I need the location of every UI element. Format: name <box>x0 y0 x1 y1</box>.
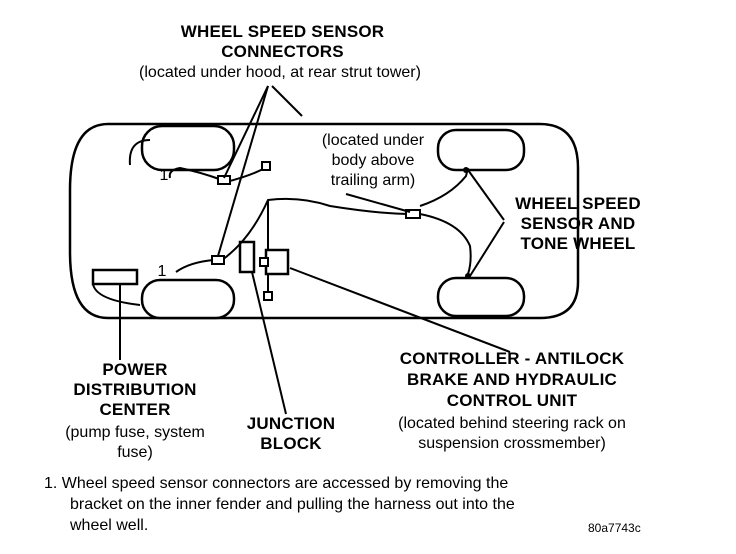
under-body-note-1: (located under <box>321 132 425 149</box>
connector-front-right <box>211 255 225 265</box>
connector-hood-a <box>261 161 271 171</box>
connector-hood-b <box>263 291 273 301</box>
leader-under-body <box>345 193 411 213</box>
harness-front-left <box>168 166 227 183</box>
pdc-label-1: POWER <box>102 360 168 379</box>
leader-wss-connectors-b <box>217 85 269 257</box>
callout-1-front-right: 1 <box>157 263 167 280</box>
footnote-line-2: bracket on the inner fender and pulling … <box>70 496 515 513</box>
junction-block-label-1: JUNCTION <box>246 414 336 433</box>
front-left-wheel <box>140 124 236 172</box>
harness-fl-to-sensor <box>225 167 266 183</box>
wss-tone-wheel-label-3: TONE WHEEL <box>520 234 636 253</box>
under-body-note-3: trailing arm) <box>330 172 416 189</box>
junction-block <box>238 240 256 274</box>
front-right-wheel <box>140 278 236 320</box>
leader-wss-connectors-a <box>223 85 269 179</box>
wss-connectors-note: (located under hood, at rear strut tower… <box>139 64 421 81</box>
controller-label-1: CONTROLLER - ANTILOCK <box>399 349 625 368</box>
controller-label-2: BRAKE AND HYDRAULIC <box>407 370 617 389</box>
leader-controller <box>289 267 511 353</box>
controller-hcu <box>264 248 290 276</box>
pdc-wiring <box>92 283 141 306</box>
figure-id: 80a7743c <box>588 521 641 535</box>
pdc-label-3: CENTER <box>99 400 171 419</box>
harness-rear-left <box>419 167 469 207</box>
harness-cross <box>128 139 151 166</box>
harness-rear-right <box>419 213 472 275</box>
leader-tone-wheel-a <box>467 169 505 221</box>
car-body-outline <box>68 122 580 320</box>
pdc-note-2: fuse) <box>117 444 153 461</box>
leader-junction-block <box>251 271 287 415</box>
rear-left-wheel <box>436 128 526 172</box>
sensor-rear-left <box>463 167 469 173</box>
pdc-label-2: DISTRIBUTION <box>73 380 197 399</box>
wss-connectors-title-1: WHEEL SPEED SENSOR <box>180 22 385 41</box>
footnote-line-3: wheel well. <box>70 517 149 534</box>
footnote-line-1: 1. Wheel speed sensor connectors are acc… <box>44 475 509 492</box>
leader-tone-wheel-b <box>469 221 505 277</box>
leader-wss-connectors-c <box>271 85 303 117</box>
controller-note-1: (located behind steering rack on <box>398 415 626 432</box>
controller-connector <box>259 257 269 267</box>
sensor-rear-right <box>465 273 471 279</box>
controller-note-2: suspension crossmember) <box>418 435 606 452</box>
wss-tone-wheel-label-1: WHEEL SPEED <box>515 194 641 213</box>
callout-1-front-left: 1 <box>159 167 169 184</box>
power-distribution-center-box <box>91 268 139 286</box>
connector-under-body <box>405 209 421 219</box>
controller-label-3: CONTROL UNIT <box>446 391 578 410</box>
junction-block-label-2: BLOCK <box>260 434 322 453</box>
rear-right-wheel <box>436 276 526 318</box>
harness-main <box>221 197 413 261</box>
wss-connectors-title-2: CONNECTORS <box>221 42 344 61</box>
pdc-note-1: (pump fuse, system <box>65 424 205 441</box>
under-body-note-2: body above <box>331 152 415 169</box>
wss-tone-wheel-label-2: SENSOR AND <box>520 214 636 233</box>
